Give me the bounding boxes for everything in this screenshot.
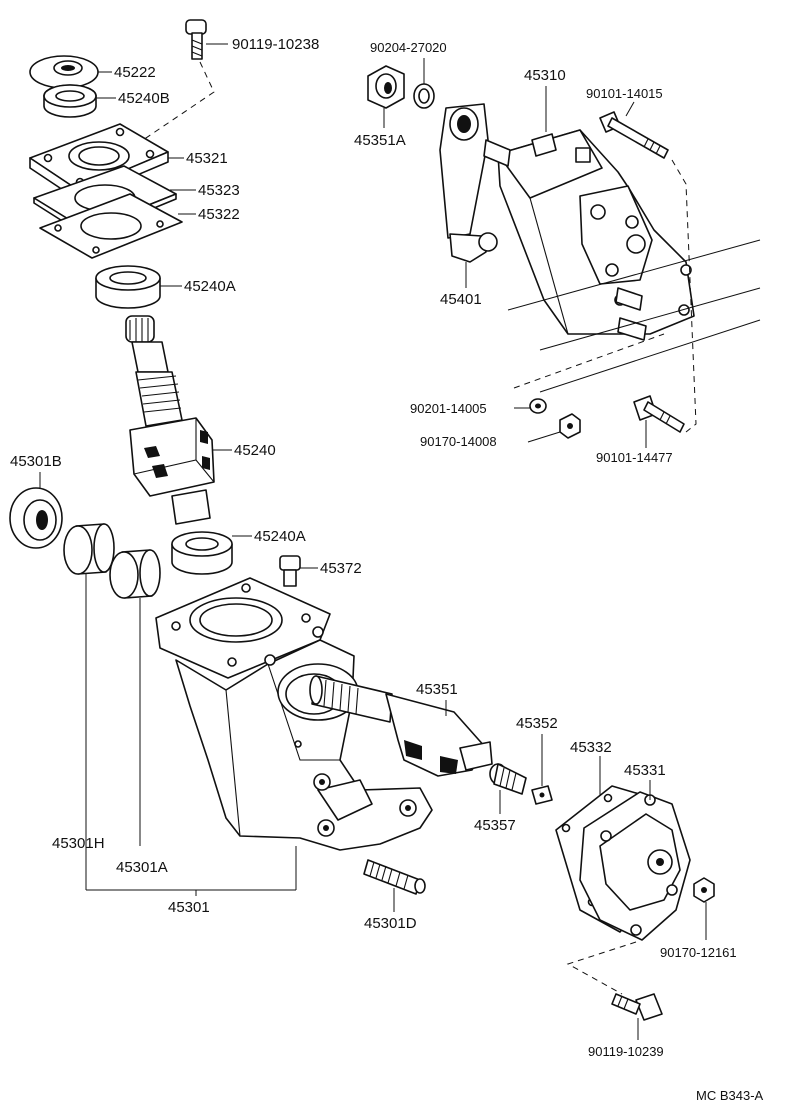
label-45321: 45321: [186, 150, 228, 167]
gear-assembly-45310-drawing: [483, 129, 695, 341]
label-45240B: 45240B: [118, 90, 170, 107]
label-45222: 45222: [114, 64, 156, 81]
label-90101-14477: 90101-14477: [596, 450, 673, 465]
label-45351A: 45351A: [354, 132, 406, 149]
worm-shaft-45240-drawing: [125, 315, 215, 525]
bolt-90119-10239-drawing: [611, 993, 663, 1021]
label-45331: 45331: [624, 762, 666, 779]
label-45351: 45351: [416, 681, 458, 698]
label-45357: 45357: [474, 817, 516, 834]
label-90119-10239: 90119-10239: [588, 1044, 664, 1059]
label-90201-14005: 90201-14005: [410, 401, 487, 416]
stud-45301D-drawing: [363, 859, 426, 895]
label-45240A-lower: 45240A: [254, 528, 306, 545]
label-45301B: 45301B: [10, 453, 62, 470]
nut-45351A-drawing: [367, 65, 405, 109]
washer-90201-14005-drawing: [529, 398, 547, 414]
label-90170-12161: 90170-12161: [660, 945, 737, 960]
label-45240A-upper: 45240A: [184, 278, 236, 295]
seal-45301B-drawing: [9, 487, 63, 549]
bearing-45240A-lower-drawing: [171, 531, 233, 575]
gear-housing-45301-drawing: [155, 577, 433, 851]
bearing-45240A-upper-drawing: [95, 265, 161, 309]
label-90204-27020: 90204-27020: [370, 40, 447, 55]
washer-90204-27020-drawing: [413, 83, 435, 109]
plug-45372-drawing: [279, 555, 301, 587]
label-45332: 45332: [570, 739, 612, 756]
bushing-45301A-drawing: [109, 549, 161, 599]
pitman-arm-45401-drawing: [439, 103, 498, 263]
bolt-90101-14477-drawing: [633, 395, 685, 433]
label-45372: 45372: [320, 560, 362, 577]
adjusting-screw-45357-drawing: [489, 763, 527, 795]
bolt-90101-14015-drawing: [599, 111, 669, 159]
label-45301: 45301: [168, 899, 210, 916]
bearing-45240B-drawing: [43, 84, 97, 118]
reference-code: MC B343-A: [696, 1088, 764, 1103]
label-45352: 45352: [516, 715, 558, 732]
label-45301A: 45301A: [116, 859, 168, 876]
label-45323: 45323: [198, 182, 240, 199]
label-90119-10238: 90119-10238: [232, 36, 319, 53]
bushing-45301H-drawing: [63, 523, 115, 575]
label-45240: 45240: [234, 442, 276, 459]
nut-90170-14008-drawing: [559, 413, 581, 439]
label-45401: 45401: [440, 291, 482, 308]
label-45301H: 45301H: [52, 835, 105, 852]
label-90101-14015: 90101-14015: [586, 86, 663, 101]
bolt-90119-10238-drawing: [185, 19, 207, 60]
side-cover-45331-drawing: [579, 791, 691, 941]
sector-shaft-45351-drawing: [309, 675, 493, 777]
shim-45322-drawing: [39, 193, 183, 259]
label-45322: 45322: [198, 206, 240, 223]
seal-45222-drawing: [29, 55, 99, 89]
label-90170-14008: 90170-14008: [420, 434, 497, 449]
label-45301D: 45301D: [364, 915, 417, 932]
washer-45352-drawing: [531, 785, 553, 805]
nut-90170-12161-drawing: [693, 877, 715, 903]
label-45310: 45310: [524, 67, 566, 84]
